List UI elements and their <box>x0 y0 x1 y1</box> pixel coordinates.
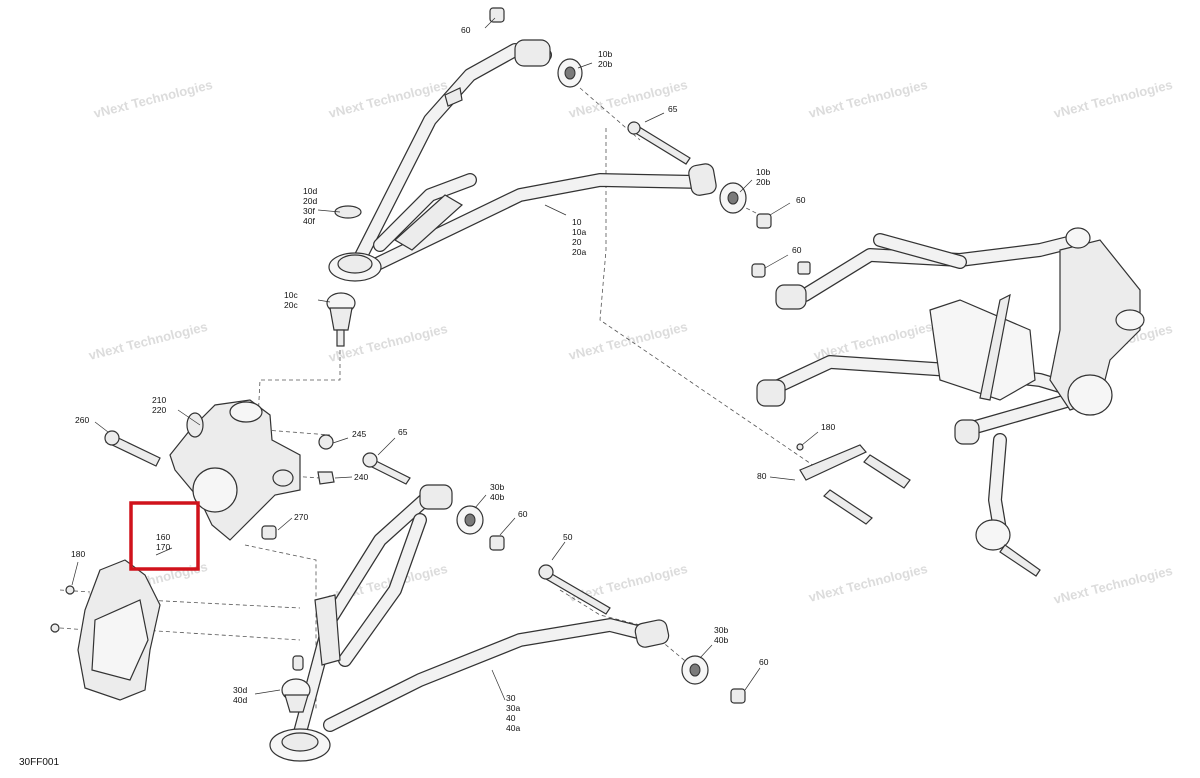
callout-210: 210 <box>152 395 166 405</box>
callout-180-right: 180 <box>821 422 835 432</box>
watermark: vNext Technologies <box>87 319 209 363</box>
callout-60-mid: 60 <box>796 195 806 205</box>
watermark: vNext Technologies <box>807 561 929 605</box>
callout-40: 40 <box>506 713 516 723</box>
callout-20: 20 <box>572 237 582 247</box>
callout-65-top: 65 <box>668 104 678 114</box>
callout-20c: 20c <box>284 300 298 310</box>
callout-40a: 40a <box>506 723 520 733</box>
callout-10c: 10c <box>284 290 298 300</box>
callout-60-bottom: 60 <box>759 657 769 667</box>
watermark: vNext Technologies <box>567 319 689 363</box>
callout-20b-top: 20b <box>598 59 612 69</box>
callout-40f: 40f <box>303 216 315 226</box>
diagram-reference-code: 30FF001 <box>19 757 59 768</box>
callout-270: 270 <box>294 512 308 522</box>
callout-labels: 60 10b 20b 65 10b 20b 60 10d 20d 30f 40f… <box>71 25 835 733</box>
knuckle <box>104 399 335 541</box>
callout-40b-low: 40b <box>714 635 728 645</box>
callout-65-mid: 65 <box>398 427 408 437</box>
callout-10: 10 <box>572 217 582 227</box>
callout-260: 260 <box>75 415 89 425</box>
upper-arm-hardware <box>326 7 772 347</box>
callout-30a: 30a <box>506 703 520 713</box>
upper-a-arm <box>328 39 717 282</box>
callout-10a: 10a <box>572 227 586 237</box>
callout-30d: 30d <box>233 685 247 695</box>
callout-20a: 20a <box>572 247 586 257</box>
callout-180-left: 180 <box>71 549 85 559</box>
callout-50: 50 <box>563 532 573 542</box>
callout-240: 240 <box>354 472 368 482</box>
splash-guard <box>50 559 161 701</box>
callout-245: 245 <box>352 429 366 439</box>
callout-30f: 30f <box>303 206 315 216</box>
assembled-suspension-view <box>751 227 1145 577</box>
highlight-box <box>129 501 200 571</box>
watermark: vNext Technologies <box>567 77 689 121</box>
callout-40d: 40d <box>233 695 247 705</box>
callout-40b-mid: 40b <box>490 492 504 502</box>
callout-20d: 20d <box>303 196 317 206</box>
callout-60-right: 60 <box>792 245 802 255</box>
lower-arm-hardware <box>362 452 746 704</box>
callout-220: 220 <box>152 405 166 415</box>
callout-30: 30 <box>506 693 516 703</box>
callout-20b-mid: 20b <box>756 177 770 187</box>
callout-170: 170 <box>156 542 170 552</box>
lower-a-arm <box>269 484 670 762</box>
callout-160: 160 <box>156 532 170 542</box>
callout-60-lower: 60 <box>518 509 528 519</box>
callout-10d: 10d <box>303 186 317 196</box>
callout-30b-low: 30b <box>714 625 728 635</box>
callout-30b-mid: 30b <box>490 482 504 492</box>
leader-lines <box>71 17 819 701</box>
callout-80: 80 <box>757 471 767 481</box>
watermark: vNext Technologies <box>92 77 214 121</box>
callout-10b-top: 10b <box>598 49 612 59</box>
callout-60-top: 60 <box>461 25 471 35</box>
watermark: vNext Technologies <box>807 77 929 121</box>
callout-10b-mid: 10b <box>756 167 770 177</box>
watermark: vNext Technologies <box>1052 77 1174 121</box>
watermark: vNext Technologies <box>1052 563 1174 607</box>
